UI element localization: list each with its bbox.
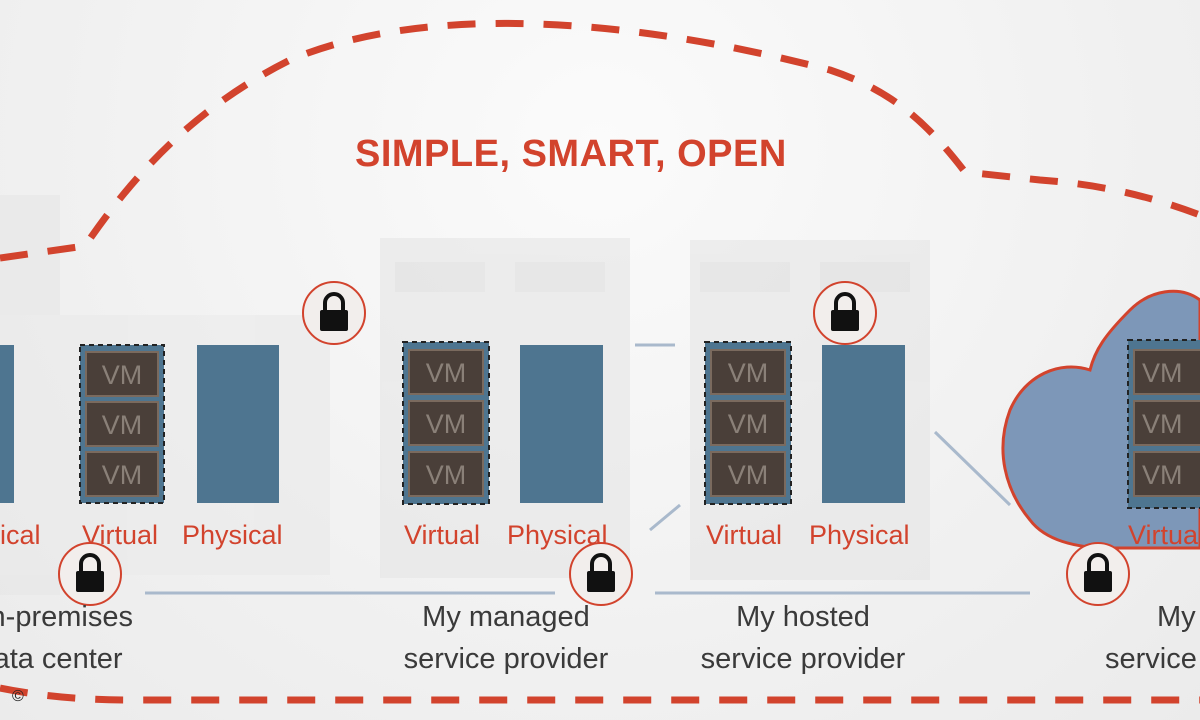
lock-icon <box>812 280 878 346</box>
server-label-physical: Physical <box>507 520 608 550</box>
server-label-physical: Physical <box>809 520 910 550</box>
vm-label: VM <box>728 460 769 490</box>
copyright-mark: © <box>12 688 24 705</box>
caption-line: service <box>1105 643 1197 675</box>
caption-line: My hosted <box>736 601 870 633</box>
caption-managed-provider: My managed service provider <box>356 596 656 680</box>
lock-icon <box>301 280 367 346</box>
server-label-virtual: Virtual <box>404 520 481 550</box>
vm-label: VM <box>1142 409 1183 439</box>
server-physical-managed <box>520 345 603 503</box>
server-physical-hosted <box>822 345 905 503</box>
caption-line: data center <box>0 643 123 675</box>
server-label-virtual-cut: ical <box>0 520 41 550</box>
diagram-title: SIMPLE, SMART, OPEN <box>355 133 787 175</box>
vm-label: VM <box>102 360 143 390</box>
connector-lines <box>145 343 1030 595</box>
caption-line: service provider <box>700 643 906 675</box>
vm-label: VM <box>728 409 769 439</box>
vm-label: VM <box>102 460 143 490</box>
server-physical-cut <box>0 345 14 503</box>
caption-line: service provider <box>403 643 609 675</box>
vm-label: VM <box>102 410 143 440</box>
vm-label: VM <box>426 409 467 439</box>
vm-label: VM <box>1142 460 1183 490</box>
caption-line: On-premises <box>0 601 133 633</box>
vm-stack-onprem: VM VM VM <box>79 344 165 504</box>
vm-stack-hosted: VM VM VM <box>704 341 792 505</box>
server-physical-onprem <box>197 345 279 503</box>
vm-label: VM <box>1142 358 1183 388</box>
dashed-boundary-arc <box>0 19 1200 262</box>
caption-line: My managed <box>422 601 590 633</box>
dashed-boundary-bottom <box>0 684 1200 704</box>
caption-public-cloud: My service <box>1105 596 1200 680</box>
server-label-virtual-cloud: Virtua <box>1128 520 1199 550</box>
vm-label: VM <box>426 358 467 388</box>
vm-label: VM <box>426 460 467 490</box>
server-label-virtual: Virtual <box>706 520 783 550</box>
caption-line: My <box>1157 601 1196 633</box>
vm-stack-cloud: VM VM VM <box>1127 339 1200 509</box>
caption-on-premises: On-premises data center <box>0 596 200 680</box>
caption-hosted-provider: My hosted service provider <box>653 596 953 680</box>
vm-stack-managed: VM VM VM <box>402 341 490 505</box>
server-label-virtual: Virtual <box>82 520 159 550</box>
server-label-physical: Physical <box>182 520 283 550</box>
vm-label: VM <box>728 358 769 388</box>
